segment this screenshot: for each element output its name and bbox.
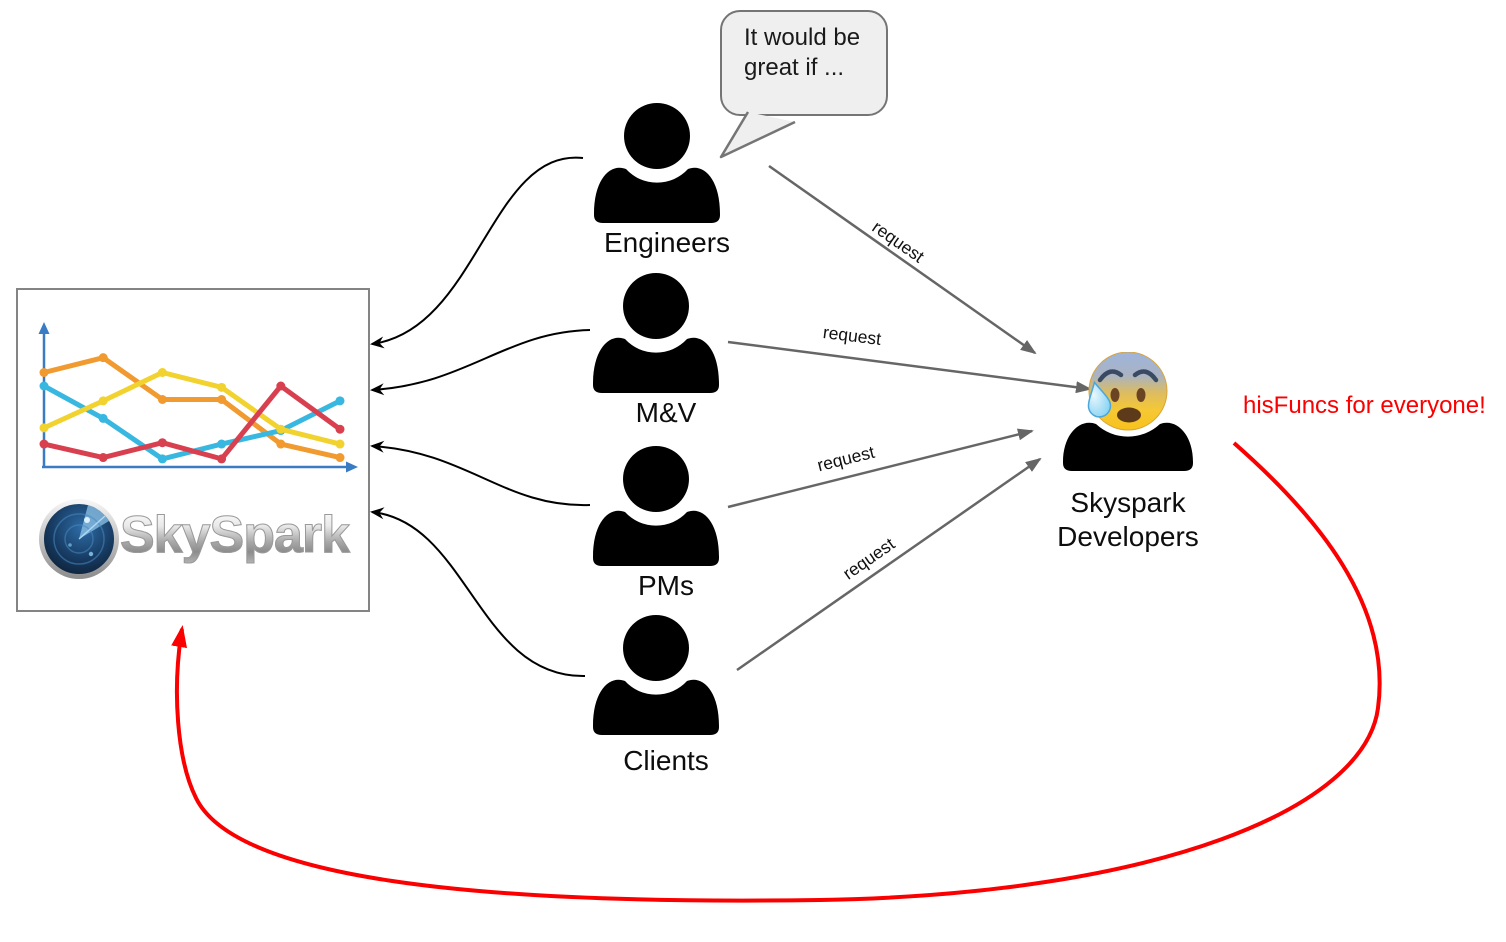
request-arrow-pms: [727, 428, 1034, 509]
label-skyspark-developers: Skyspark Developers: [1057, 487, 1199, 552]
label-mv: M&V: [635, 397, 697, 428]
person-icon-pms: [593, 446, 719, 566]
developers-body: [1063, 422, 1193, 471]
speech-bubble: It would be great if ...: [720, 10, 888, 116]
hisfuncs-arrow: [171, 441, 1382, 903]
speech-bubble-text: It would be great if ...: [744, 24, 861, 81]
request-arrow-clients: [736, 457, 1042, 672]
line-chart: [38, 322, 358, 473]
person-icon-mv: [593, 273, 719, 393]
speech-bubble-tail: [719, 111, 796, 159]
person-icon-engineers: [594, 103, 720, 223]
label-pms: PMs: [638, 570, 694, 601]
developers-figure: [1063, 352, 1193, 471]
label-engineers: Engineers: [603, 227, 731, 258]
radar-icon: [39, 499, 119, 579]
person-icon-clients: [593, 615, 719, 735]
request-arrow-mv: [727, 340, 1092, 394]
skyspark-box: SkySpark: [16, 288, 370, 612]
sweat-drop-icon: [1087, 380, 1112, 418]
annotation-text: hisFuncs for everyone!: [1243, 392, 1486, 419]
feedback-arrow-engineers: [370, 156, 584, 349]
feedback-arrow-clients: [370, 507, 586, 678]
label-clients: Clients: [623, 745, 709, 776]
request-arrow-engineers: [768, 164, 1037, 355]
skyspark-logo-text: SkySpark: [119, 506, 350, 565]
feedback-arrow-pms: [370, 440, 591, 507]
anxious-face-with-sweat-icon: [1087, 352, 1168, 431]
feedback-arrow-mv: [370, 329, 591, 396]
